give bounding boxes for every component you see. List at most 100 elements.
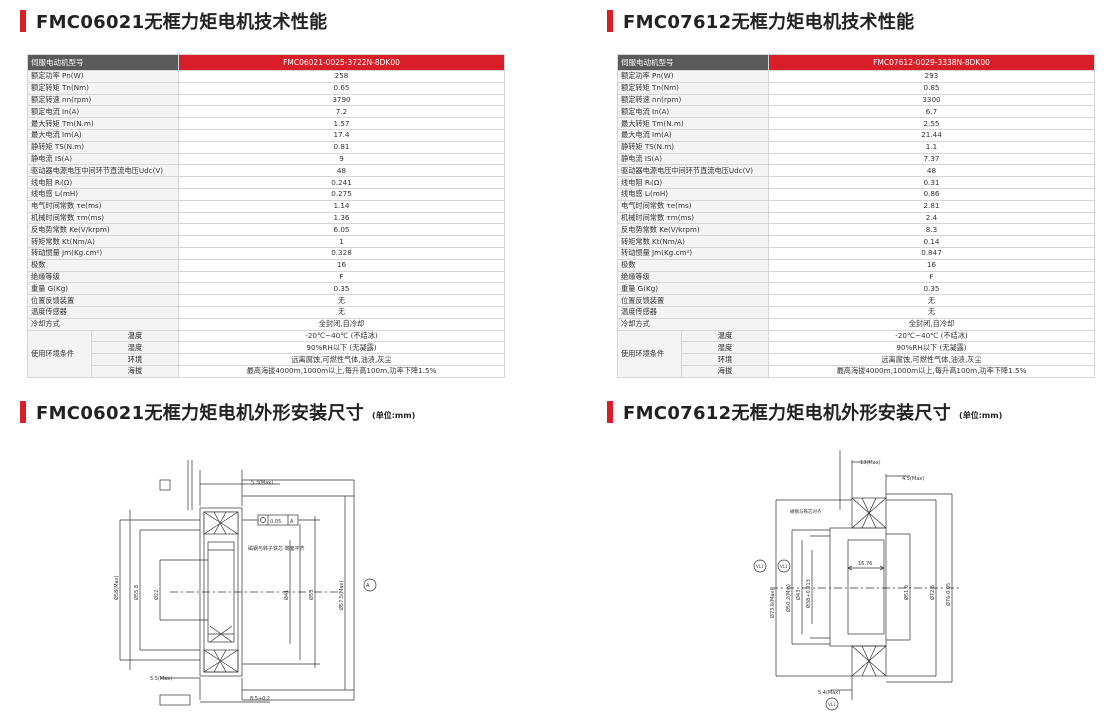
left-spec-title-text: FMC06021无框力矩电机技术性能 [36, 12, 328, 33]
spec-row: 温度传感器无 [617, 305, 1095, 319]
spec-label: 重量 G(Kg) [617, 282, 769, 296]
spec-value: 9 [178, 152, 505, 166]
title-accent-bar [20, 10, 26, 32]
env-label: 使用环境条件 [27, 329, 92, 378]
spec-label: 转动惯量 Jm(Kg.cm²) [617, 246, 769, 260]
spec-value: 无 [768, 294, 1095, 307]
spec-row: 重量 G(Kg)0.35 [617, 282, 1095, 296]
right-dim-top-right: 4.5(Max) [902, 476, 924, 482]
spec-row: 重量 G(Kg)0.35 [27, 282, 505, 296]
env-row: 使用环境条件温度-20℃~40℃ (不结冰) [617, 329, 1095, 378]
spec-label: 线电阻 Rₗ(Ω) [27, 176, 179, 189]
title-accent-bar [20, 401, 26, 423]
spec-label: 极数 [27, 258, 179, 272]
spec-row: 额定转速 nn(rpm)3790 [27, 93, 505, 107]
spec-row: 驱动器电源电压中间环节直流电压Udc(V)48 [27, 164, 505, 178]
spec-label: 极数 [617, 258, 769, 272]
title-accent-bar [607, 401, 613, 423]
spec-row: 线电阻 Rₗ(Ω)0.241 [27, 176, 505, 189]
spec-label: 驱动器电源电压中间环节直流电压Udc(V) [617, 164, 769, 178]
spec-label: 额定功率 Pn(W) [617, 70, 769, 83]
env-row: 使用环境条件温度-20℃~40℃ (不结冰) [27, 329, 505, 378]
left-note: 磁钢与转子铁芯 端面平齐 [248, 545, 305, 552]
spec-label: 机械时间常数 τm(ms) [617, 211, 769, 225]
left-dim-top: 5.3(Max) [251, 480, 273, 486]
spec-row: 反电势常数 Ke(V/krpm)6.05 [27, 223, 505, 237]
model-name: FMC06021-0025-3722N-8DK00 [178, 54, 505, 71]
spec-value: 0.31 [768, 176, 1095, 189]
spec-value: 0.241 [178, 176, 505, 189]
spec-label: 电气时间常数 τe(ms) [617, 199, 769, 213]
spec-value: 无 [178, 294, 505, 307]
spec-value: 全封闭,自冷却 [178, 317, 505, 331]
env-row: 环境远离腐蚀,可燃性气体,油渍,灰尘 [28, 353, 505, 366]
spec-label: 线电感 Lₗ(mH) [617, 187, 769, 201]
spec-row: 位置反馈装置无 [617, 294, 1095, 307]
spec-label: 额定转矩 Tn(Nm) [617, 81, 769, 95]
spec-label: 电气时间常数 τe(ms) [27, 199, 179, 213]
spec-row: 最大转矩 Tm(N.m)2.55 [617, 117, 1095, 130]
spec-label: 静电流 IS(A) [617, 152, 769, 166]
spec-label: 驱动器电源电压中间环节直流电压Udc(V) [27, 164, 179, 178]
spec-row: 额定电流 In(A)7.2 [27, 105, 505, 119]
left-d1: Ø58(Max) [113, 575, 120, 600]
spec-label: 静转矩 TS(N.m) [617, 140, 769, 154]
spec-value: 293 [768, 70, 1095, 83]
env-sub-label: 环境 [681, 353, 769, 366]
env-value: -20℃~40℃ (不结冰) [768, 329, 1095, 343]
right-d-right1: Ø51.6 [903, 585, 910, 600]
spec-label: 位置反馈装置 [27, 294, 179, 307]
spec-row: 线电感 Lₗ(mH)0.275 [27, 187, 505, 201]
spec-row: 额定转速 nn(rpm)3300 [617, 93, 1095, 107]
spec-value: 6.05 [178, 223, 505, 237]
right-d-left2: Ø50.2(Min) [785, 584, 792, 612]
spec-label: 绝缘等级 [27, 270, 179, 284]
spec-label: 额定转矩 Tn(Nm) [27, 81, 179, 95]
spec-value: 258 [178, 70, 505, 83]
spec-label: 转矩常数 Kt(Nm/A) [617, 235, 769, 248]
env-value: -20℃~40℃ (不结冰) [178, 329, 505, 343]
spec-row: 机械时间常数 τm(ms)2.4 [617, 211, 1095, 225]
spec-value: 48 [768, 164, 1095, 178]
spec-value: 6.7 [768, 105, 1095, 119]
spec-value: 0.85 [768, 81, 1095, 95]
spec-label: 冷却方式 [617, 317, 769, 331]
spec-label: 额定电流 In(A) [27, 105, 179, 119]
right-dim-top-left: 13(Max) [860, 460, 881, 466]
spec-row: 机械时间常数 τm(ms)1.36 [27, 211, 505, 225]
left-dim-bottom-left: 5.5(Max) [150, 676, 172, 682]
spec-label: 转动惯量 Jm(Kg.cm²) [27, 246, 179, 260]
spec-value: 16 [178, 258, 505, 272]
left-dim-bottom-right: 8.5+0.2 [250, 696, 270, 702]
spec-value: 7.37 [768, 152, 1095, 166]
spec-row: 静转矩 TS(N.m)0.81 [27, 140, 505, 154]
spec-label: 绝缘等级 [617, 270, 769, 284]
spec-value: 2.55 [768, 117, 1095, 130]
spec-row: 温度传感器无 [27, 305, 505, 319]
spec-row: 最大电流 Im(A)21.44 [617, 128, 1095, 142]
env-sub-label: 环境 [91, 353, 179, 366]
spec-row: 线电感 Lₗ(mH)0.86 [617, 187, 1095, 201]
spec-row: 反电势常数 Ke(V/krpm)8.3 [617, 223, 1095, 237]
env-row: 海拔最高海拔4000m,1000m以上,每升高100m,功率下降1.5% [618, 364, 1095, 378]
spec-value: F [768, 270, 1095, 284]
spec-label: 最大电流 Im(A) [27, 128, 179, 142]
left-dim-unit: (单位:mm) [372, 410, 416, 420]
spec-row: 转矩常数 Kt(Nm/A)1 [27, 235, 505, 248]
env-sub-label: 海拔 [91, 364, 179, 378]
spec-label: 静转矩 TS(N.m) [27, 140, 179, 154]
spec-label: 最大电流 Im(A) [617, 128, 769, 142]
spec-label: 线电感 Lₗ(mH) [27, 187, 179, 201]
env-sub-label: 湿度 [91, 341, 179, 355]
right-dim-bottom: 5.4(Max) [818, 690, 840, 696]
left-datum: A [366, 583, 370, 589]
right-d-left3: Ø43 [795, 590, 802, 600]
spec-value: 无 [178, 305, 505, 319]
right-spec-title-text: FMC07612无框力矩电机技术性能 [623, 12, 915, 33]
spec-row: 静电流 IS(A)9 [27, 152, 505, 166]
spec-value: 0.14 [768, 235, 1095, 248]
